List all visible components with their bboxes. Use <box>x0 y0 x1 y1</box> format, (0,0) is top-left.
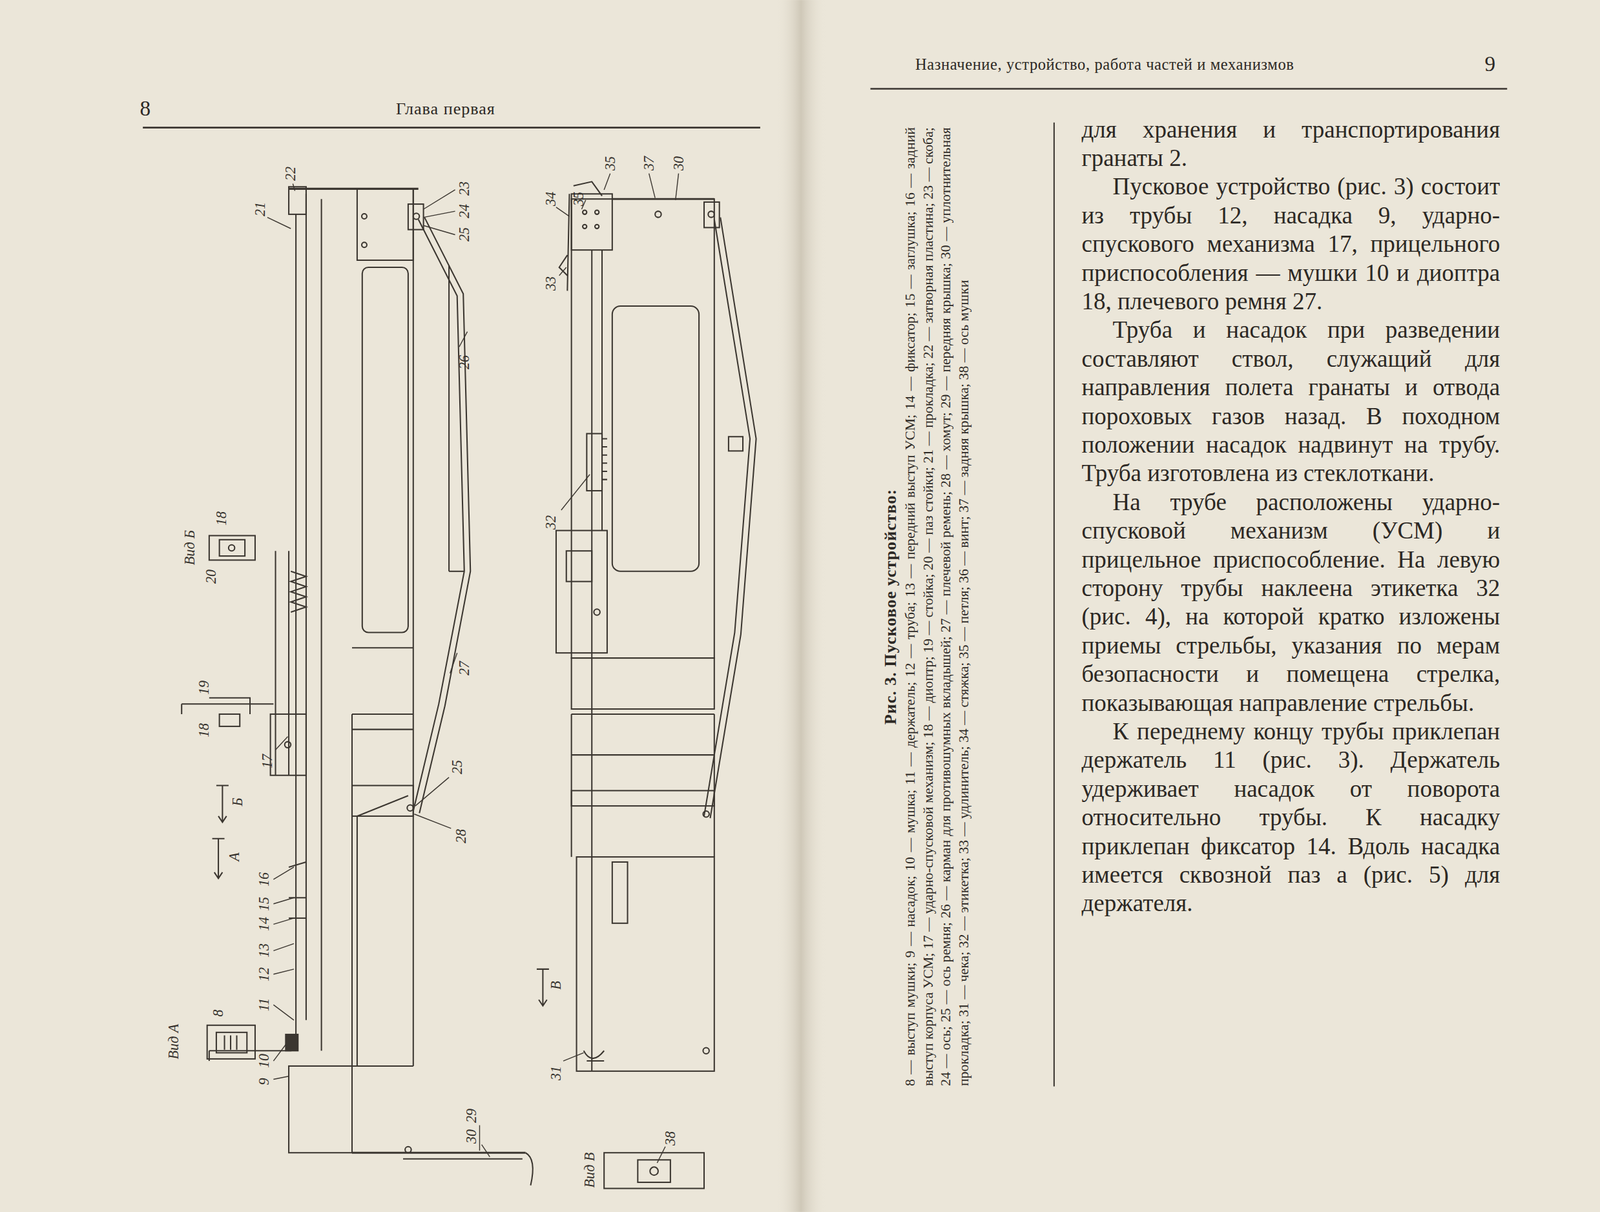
body-paragraph: для хранения и транспортирования гранаты… <box>1081 115 1501 174</box>
figure-caption: Рис. 3. Пусковое устройство: <box>879 127 902 1088</box>
callout-number: 35 <box>571 191 586 207</box>
callout-number: 18 <box>214 510 229 526</box>
callout-number: Вид В <box>582 1153 597 1189</box>
callout-number: 23 <box>457 181 472 196</box>
callout-number: 18 <box>197 723 212 738</box>
callout-number: 16 <box>257 872 272 887</box>
callout-number: 22 <box>283 166 298 181</box>
callout-number: 35 <box>603 156 618 171</box>
callout-number: 29 <box>464 1109 479 1124</box>
launcher-section-drawing <box>181 183 533 1186</box>
callout-number: 19 <box>197 680 212 696</box>
callout-number: 25 <box>450 760 465 775</box>
figure-caption-block: Рис. 3. Пусковое устройство:8 — выступ м… <box>879 127 973 1088</box>
callout-number: 30 <box>671 156 686 171</box>
callout-number: 24 <box>457 204 472 219</box>
callout-number: 32 <box>543 515 559 530</box>
callout-number: 28 <box>454 829 469 844</box>
callout-number: 21 <box>253 202 268 217</box>
callout-number: Вид А <box>166 1024 181 1060</box>
callout-number: 31 <box>549 1066 564 1081</box>
callout-number: 17 <box>260 753 275 769</box>
callout-number: 9 <box>257 1078 272 1086</box>
running-header: Глава первая <box>395 100 496 119</box>
body-paragraph: На трубе расположены ударно-спусковой ме… <box>1081 488 1501 718</box>
callout-number: 14 <box>257 917 272 932</box>
body-paragraph: Труба и насадок при разведении составляю… <box>1081 315 1501 488</box>
body-paragraph: К переднему концу трубы приклепан держат… <box>1081 717 1501 919</box>
page-number: 9 <box>1485 52 1497 77</box>
callout-number: 25 <box>457 227 472 242</box>
callout-number: 26 <box>457 355 472 370</box>
callout-number: 34 <box>543 191 559 207</box>
body-paragraph: Пусковое устройство (рис. 3) состоит из … <box>1081 172 1501 316</box>
callout-number: 8 <box>211 1009 226 1017</box>
body-text-column: для хранения и транспортирования гранаты… <box>1081 115 1501 919</box>
callout-number: 13 <box>257 943 272 958</box>
callout-number: Вид Б <box>182 530 198 566</box>
callout-number: В <box>549 981 564 991</box>
callout-number: 11 <box>257 998 272 1012</box>
callout-number: А <box>227 852 242 862</box>
callout-number: 20 <box>204 569 219 584</box>
page-gutter <box>775 0 827 1212</box>
launcher-outer-view-drawing <box>536 173 757 1190</box>
page-number: 8 <box>139 96 151 121</box>
callout-number: 38 <box>663 1131 678 1146</box>
callout-number: 27 <box>457 661 472 676</box>
callout-number: 30 <box>464 1129 479 1144</box>
running-header: Назначение, устройство, работа частей и … <box>915 56 1294 74</box>
callout-number: 15 <box>257 897 272 912</box>
header-rules <box>142 89 1507 1088</box>
callout-number: 12 <box>257 967 272 982</box>
callout-number: 10 <box>257 1054 272 1069</box>
callout-number: Б <box>230 797 245 807</box>
callout-number: 37 <box>642 156 657 171</box>
callout-number: 33 <box>543 276 559 291</box>
parts-list: 8 — выступ мушки; 9 — насадок; 10 — мушк… <box>901 127 973 1088</box>
